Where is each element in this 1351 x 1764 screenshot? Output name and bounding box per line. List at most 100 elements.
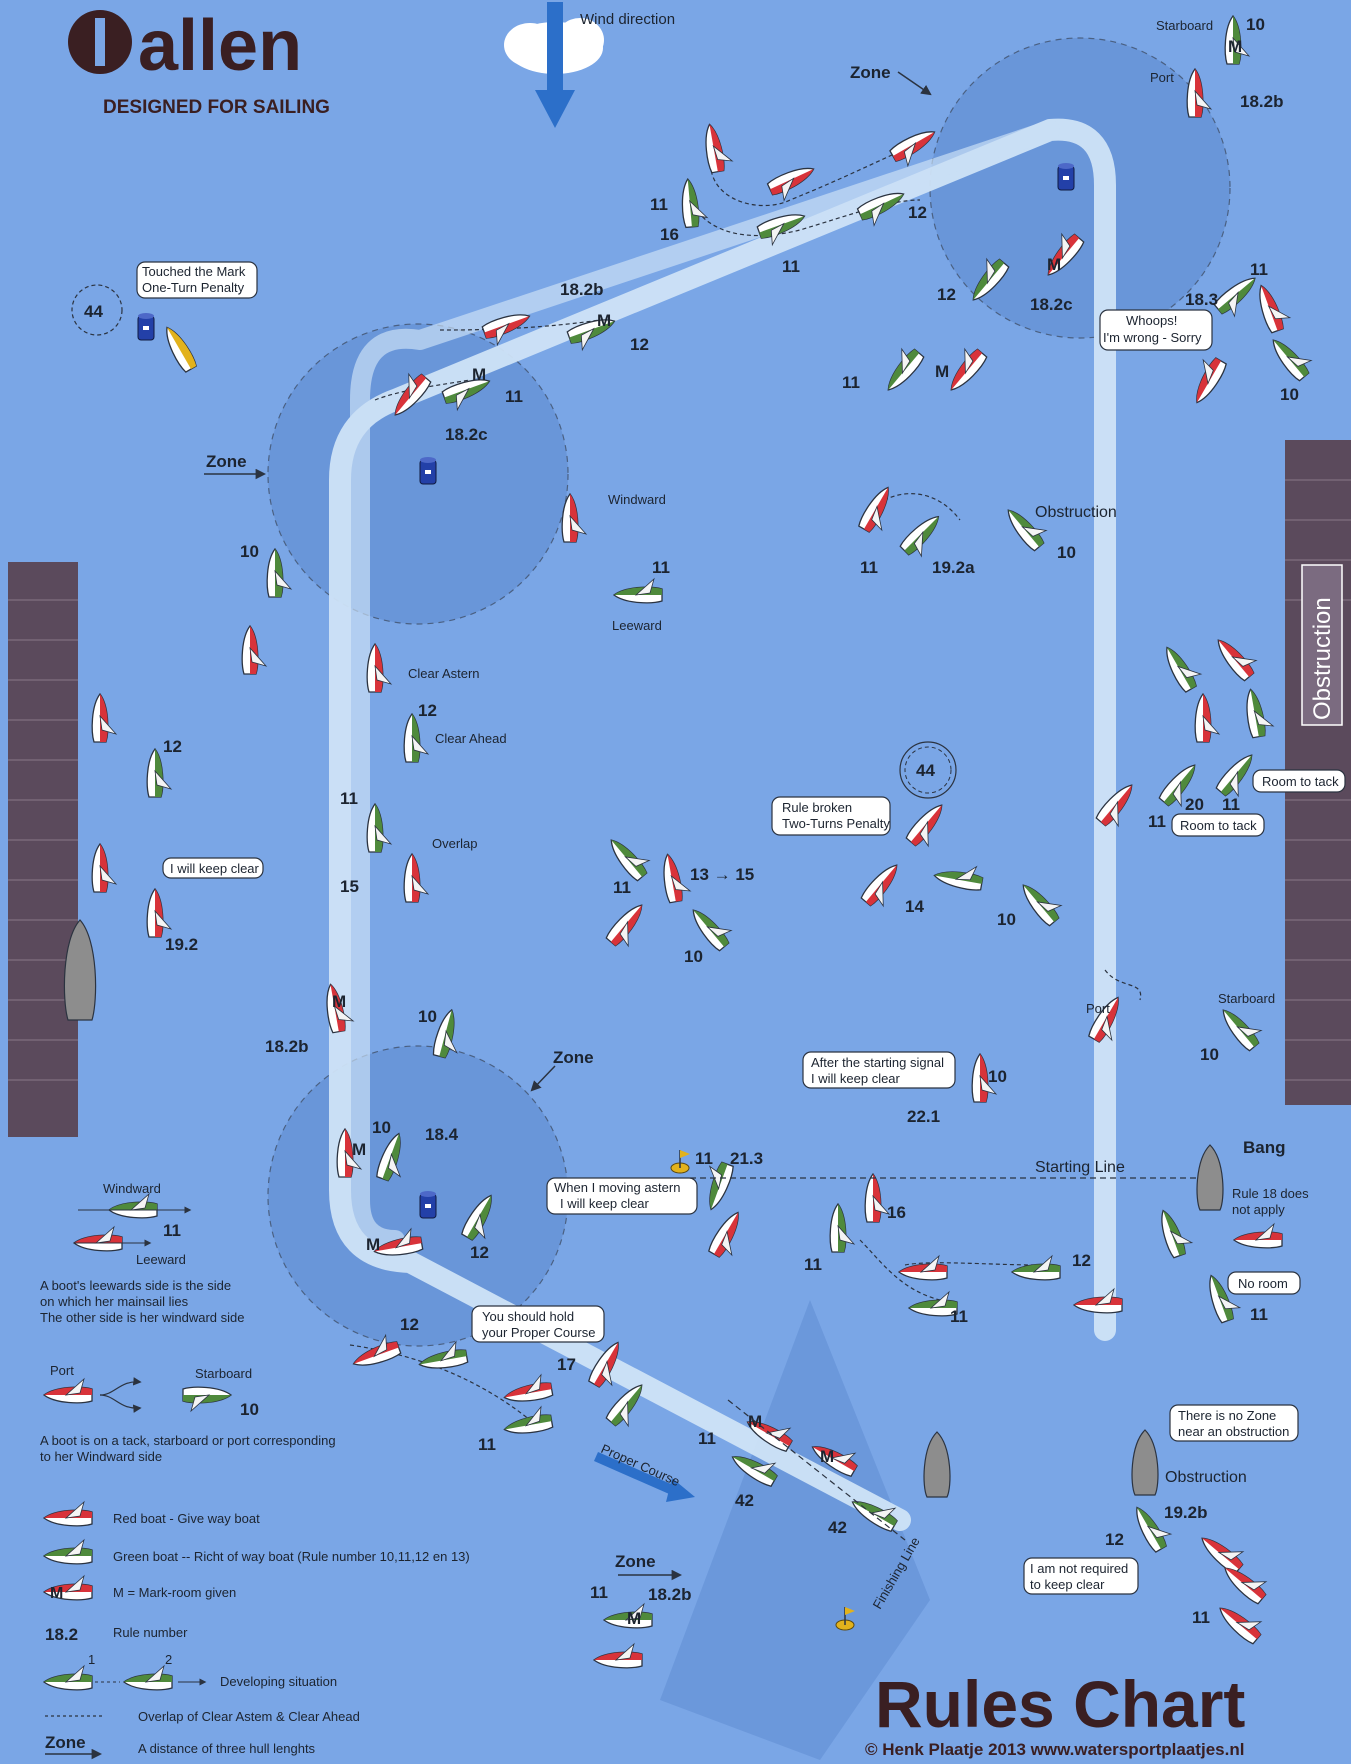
no-zone-text: There is no Zone	[1178, 1408, 1276, 1423]
svg-text:10: 10	[988, 1067, 1007, 1086]
svg-text:M: M	[50, 1585, 63, 1602]
brand-tagline: DESIGNED FOR SAILING	[103, 97, 330, 118]
svg-text:11: 11	[1250, 260, 1268, 279]
svg-text:11: 11	[1192, 1608, 1210, 1627]
wind-indicator: Wind direction	[504, 2, 675, 128]
svg-text:Obstruction: Obstruction	[1165, 1469, 1247, 1486]
svg-text:Starboard: Starboard	[1156, 18, 1213, 33]
dock-left	[8, 562, 97, 1137]
keep-clear-text: I will keep clear	[170, 861, 260, 876]
svg-text:Port: Port	[50, 1363, 74, 1378]
svg-text:16: 16	[887, 1203, 906, 1222]
svg-text:M: M	[597, 311, 611, 330]
mark-room-markers: M M M M M M M M M M M	[332, 37, 1242, 1628]
svg-text:12: 12	[418, 701, 437, 720]
im-wrong-text: I'm wrong - Sorry	[1103, 330, 1202, 345]
course-track	[329, 118, 1116, 1531]
svg-text:11: 11	[590, 1583, 608, 1602]
svg-text:18.2b: 18.2b	[265, 1037, 308, 1056]
svg-text:11: 11	[1148, 812, 1166, 831]
svg-text:12: 12	[1072, 1251, 1091, 1270]
two-turns-text: Two-Turns Penalty	[782, 816, 890, 831]
no-zone-text-2: near an obstruction	[1178, 1424, 1289, 1439]
whoops-text: Whoops!	[1126, 313, 1177, 328]
svg-text:18.4: 18.4	[425, 1125, 459, 1144]
committee-boat-finish	[923, 1431, 951, 1498]
svg-text:on which her mainsail lies: on which her mainsail lies	[40, 1294, 189, 1309]
svg-text:21.3: 21.3	[730, 1149, 763, 1168]
no-room-text: No room	[1238, 1276, 1288, 1291]
legend-zone: Zone	[45, 1733, 86, 1752]
zone-circle-top-right	[929, 37, 1231, 339]
svg-text:11: 11	[782, 257, 800, 276]
svg-text:10: 10	[418, 1007, 437, 1026]
svg-text:10: 10	[997, 910, 1016, 929]
svg-text:M: M	[472, 365, 486, 384]
legend-windward: Windward	[103, 1181, 161, 1196]
legend-rule-number: Rule number	[113, 1625, 188, 1640]
svg-text:11: 11	[1222, 795, 1240, 814]
svg-text:M: M	[627, 1609, 641, 1628]
keep-clear-astern-text: I will keep clear	[560, 1196, 650, 1211]
mark-top-left-icon	[419, 456, 437, 485]
svg-text:Clear Astern: Clear Astern	[408, 666, 480, 681]
svg-text:18.2b: 18.2b	[560, 280, 603, 299]
svg-text:11: 11	[505, 387, 523, 406]
svg-text:10: 10	[372, 1118, 391, 1137]
svg-text:12: 12	[630, 335, 649, 354]
svg-text:44: 44	[84, 302, 103, 321]
svg-text:11: 11	[860, 558, 878, 577]
svg-text:12: 12	[937, 285, 956, 304]
legend-mark-room: M = Mark-room given	[113, 1585, 236, 1600]
touched-mark-icon	[137, 312, 155, 341]
svg-text:M: M	[352, 1140, 366, 1159]
svg-text:A boot is on a tack, starboard: A boot is on a tack, starboard or port c…	[40, 1433, 336, 1448]
zone-circle-bottom-left	[267, 1045, 569, 1347]
legend-zone-desc: A distance of three hull lenghts	[138, 1741, 316, 1756]
finishing-line	[727, 1399, 906, 1541]
boats	[91, 15, 1318, 1669]
mark-bottom-left-icon	[419, 1190, 437, 1219]
wind-label: Wind direction	[580, 11, 675, 28]
svg-text:17: 17	[557, 1355, 576, 1374]
svg-text:12: 12	[908, 203, 927, 222]
room-to-tack-text: Room to tack	[1180, 818, 1257, 833]
svg-text:11: 11	[695, 1149, 713, 1168]
legend: Windward 11 Leeward A boot's leewards si…	[40, 1181, 470, 1760]
svg-text:13 → 15: 13 → 15	[690, 865, 754, 884]
svg-text:Port: Port	[1150, 70, 1174, 85]
proper-course-text: You should hold	[482, 1309, 574, 1324]
brand-logo: allen DESIGNED FOR SAILING	[68, 6, 330, 118]
svg-text:Rule 18 does: Rule 18 does	[1232, 1186, 1309, 1201]
not-required-text: I am not required	[1030, 1561, 1128, 1576]
svg-text:19.2b: 19.2b	[1164, 1503, 1207, 1522]
svg-text:Starboard: Starboard	[195, 1366, 252, 1381]
obstruction-vertical-label: Obstruction	[1309, 597, 1336, 720]
proper-course-text-2: your Proper Course	[482, 1325, 595, 1340]
footer: Rules Chart © Henk Plaatje 2013 www.wate…	[865, 1667, 1245, 1759]
svg-text:16: 16	[660, 225, 679, 244]
svg-text:19.2: 19.2	[165, 935, 198, 954]
credit: © Henk Plaatje 2013 www.watersportplaatj…	[865, 1740, 1244, 1759]
svg-text:18.2b: 18.2b	[1240, 92, 1283, 111]
svg-text:18.3: 18.3	[1185, 290, 1218, 309]
legend-rule-number-value: 18.2	[45, 1625, 78, 1644]
svg-text:10: 10	[1246, 15, 1265, 34]
svg-text:42: 42	[828, 1518, 847, 1537]
svg-text:12: 12	[1105, 1530, 1124, 1549]
zone-label-left: Zone	[206, 452, 247, 471]
svg-text:Windward: Windward	[608, 492, 666, 507]
svg-text:not apply: not apply	[1232, 1202, 1285, 1217]
svg-text:11: 11	[1250, 1305, 1268, 1324]
svg-text:11: 11	[950, 1307, 968, 1326]
svg-text:15: 15	[340, 877, 359, 896]
legend-overlap: Overlap of Clear Astem & Clear Ahead	[138, 1709, 360, 1724]
svg-text:10: 10	[1200, 1045, 1219, 1064]
svg-text:10: 10	[240, 1400, 259, 1419]
svg-text:M: M	[1228, 37, 1242, 56]
svg-text:18.2c: 18.2c	[1030, 295, 1073, 314]
legend-red-boat: Red boat - Give way boat	[113, 1511, 260, 1526]
windward-mark-icon	[1057, 162, 1075, 191]
zone-circle-top-left	[267, 323, 569, 625]
